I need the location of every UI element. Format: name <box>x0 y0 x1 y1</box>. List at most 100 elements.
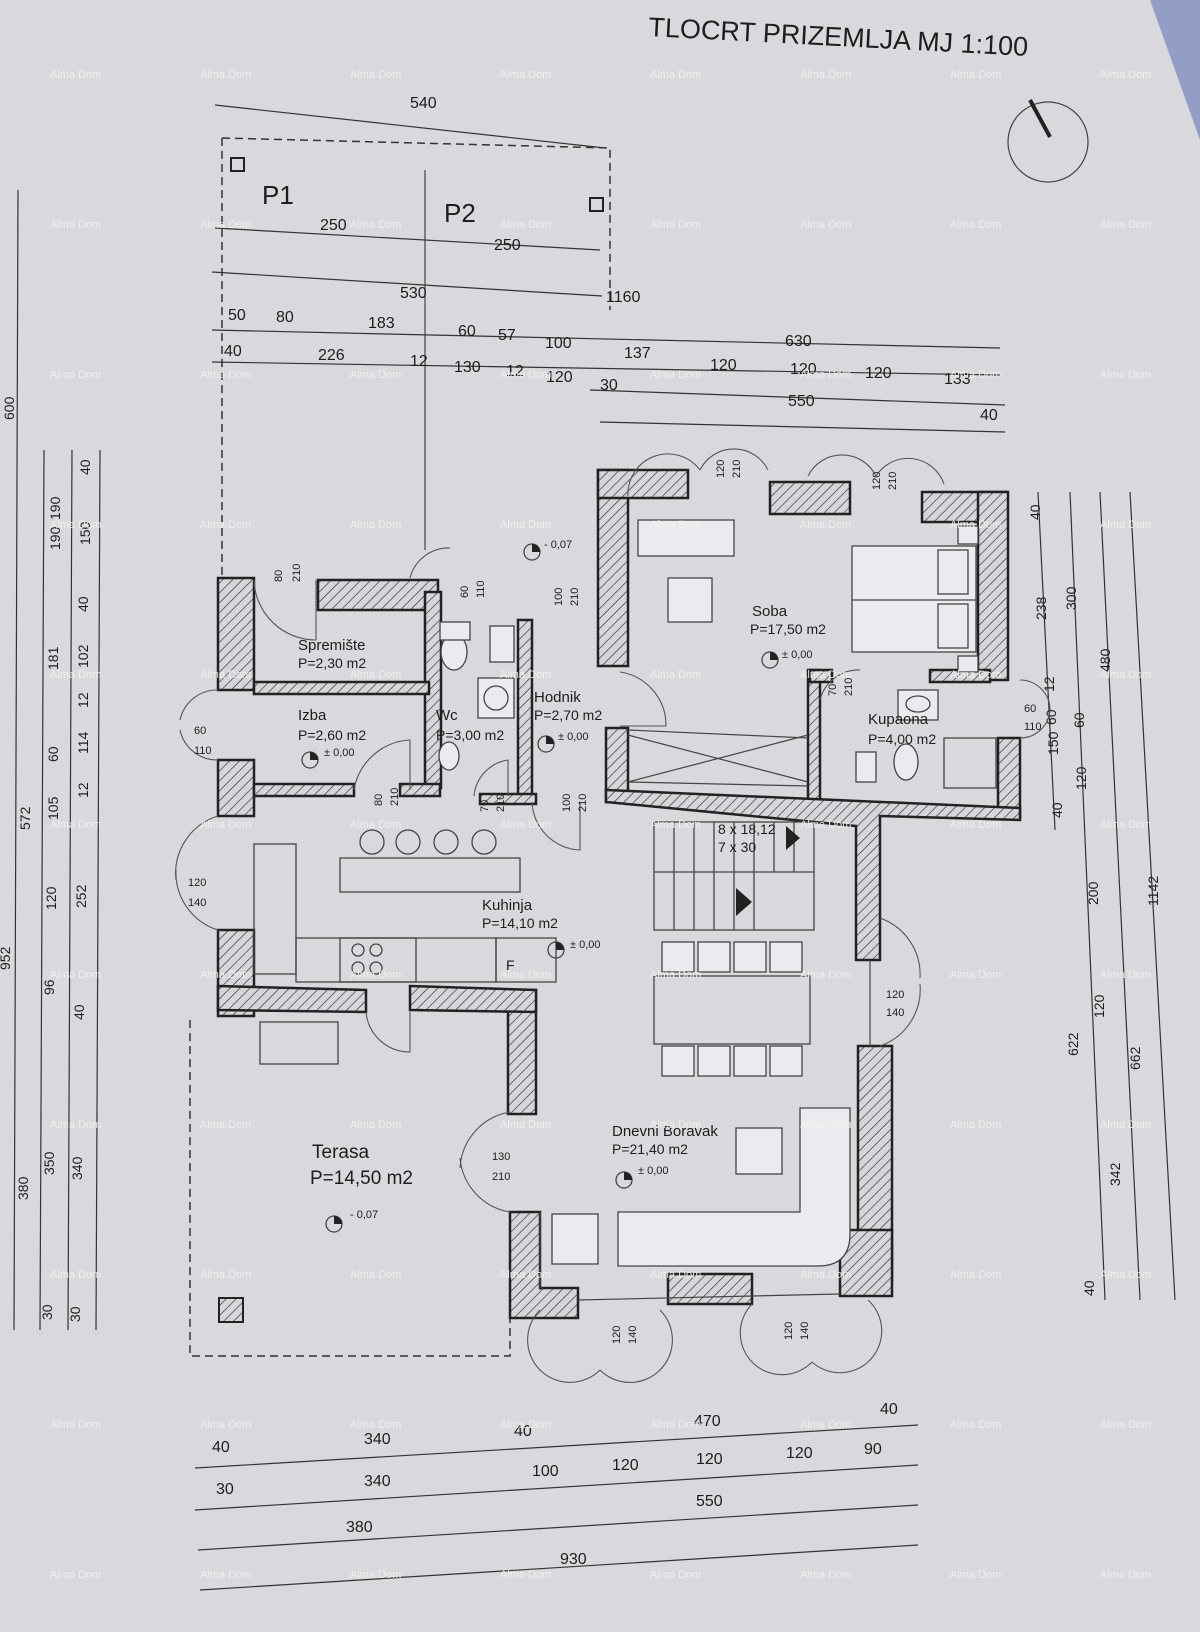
top-dimension-lines <box>211 104 1006 433</box>
dim-top-530: 530 <box>400 285 427 302</box>
dim-left-350: 350 <box>41 1151 57 1175</box>
parcel-boundary-top <box>221 137 611 310</box>
watermark-text: Alma Dom <box>800 1419 851 1431</box>
watermark-text: Alma Dom <box>800 819 851 831</box>
watermark-text: Alma Dom <box>50 369 101 381</box>
table-soba <box>667 577 713 623</box>
watermark-text: Alma Dom <box>350 69 401 81</box>
watermark-text: Alma Dom <box>800 219 851 231</box>
watermark-text: Alma Dom <box>1100 69 1151 81</box>
dim-left-30b: 30 <box>67 1306 83 1322</box>
dim-top-100: 100 <box>545 335 572 352</box>
opening-dnevni-right-h: 140 <box>886 1007 904 1019</box>
dim-bottom-120b: 120 <box>696 1451 723 1468</box>
dim-top-183: 183 <box>368 315 395 332</box>
watermark-text: Alma Dom <box>650 969 701 981</box>
opening-soba2-w: 120 <box>871 472 883 490</box>
wall-left-upper <box>216 576 256 692</box>
watermark-text: Alma Dom <box>1100 819 1151 831</box>
level-markers <box>301 543 779 1233</box>
watermark-text: Alma Dom <box>50 69 101 81</box>
watermark-text: Alma Dom <box>650 669 701 681</box>
opening-dnevni-b1-h: 140 <box>627 1326 639 1344</box>
dim-right-12: 12 <box>1041 676 1057 692</box>
dim-left-181: 181 <box>45 646 61 670</box>
dim-top-630: 630 <box>785 333 812 350</box>
dim-left-40a: 40 <box>77 459 93 475</box>
opening-dnevni-right-w: 120 <box>886 989 904 1001</box>
room-izba-level: ± 0,00 <box>324 747 355 759</box>
watermark-text: Alma Dom <box>1100 1269 1151 1281</box>
wall-soba-top-a <box>596 468 690 500</box>
watermark-text: Alma Dom <box>950 1569 1001 1581</box>
dim-left-12a: 12 <box>75 692 91 708</box>
watermark-text: Alma Dom <box>500 519 551 531</box>
parcel-p2-label: P2 <box>444 198 476 228</box>
watermark-text: Alma Dom <box>350 519 401 531</box>
left-dimension-lines <box>13 189 101 1331</box>
watermark-text: Alma Dom <box>200 369 251 381</box>
watermark-text: Alma Dom <box>350 219 401 231</box>
dim-top-226: 226 <box>318 347 345 364</box>
dim-left-252: 252 <box>73 884 89 908</box>
watermark-text: Alma Dom <box>650 519 701 531</box>
armchair <box>551 1213 599 1265</box>
watermark-text: Alma Dom <box>500 1119 551 1131</box>
interior-lines <box>539 729 871 1301</box>
room-hodnik-area: P=2,70 m2 <box>534 707 602 723</box>
opening-kupaona-door-w: 70 <box>827 684 839 696</box>
wall-wc-hodnik <box>516 618 534 802</box>
watermark-text: Alma Dom <box>200 969 251 981</box>
parcel-marker-p2 <box>589 197 604 212</box>
watermark-text: Alma Dom <box>500 1269 551 1281</box>
watermark-text: Alma Dom <box>650 69 701 81</box>
dim-right-662: 662 <box>1127 1046 1143 1070</box>
north-arrow-icon <box>1007 99 1089 183</box>
watermark-text: Alma Dom <box>500 819 551 831</box>
dim-top-30: 30 <box>600 377 618 394</box>
dim-top-250b: 250 <box>494 237 521 254</box>
dim-bottom-90: 90 <box>864 1441 882 1458</box>
watermark-text: Alma Dom <box>350 1119 401 1131</box>
dim-left-105: 105 <box>45 796 61 820</box>
watermark-text: Alma Dom <box>800 519 851 531</box>
dim-left-150: 150 <box>77 521 93 545</box>
opening-kuhinja-h: 140 <box>188 897 206 909</box>
dim-top-120c: 120 <box>790 361 817 378</box>
watermark-text: Alma Dom <box>350 819 401 831</box>
dim-left-572: 572 <box>17 806 33 830</box>
opening-dnevni-b2-h: 140 <box>799 1322 811 1340</box>
opening-dnevni-door-w: 130 <box>492 1151 510 1163</box>
dim-top-80: 80 <box>276 309 294 326</box>
opening-izba-door-w: 80 <box>373 794 385 806</box>
watermark-text: Alma Dom <box>50 969 101 981</box>
room-kuhinja-name: Kuhinja <box>482 897 533 914</box>
watermark-text: Alma Dom <box>500 969 551 981</box>
dim-right-120b: 120 <box>1091 994 1107 1018</box>
parcel-p1-label: P1 <box>262 180 294 210</box>
kitchen-island <box>339 857 521 893</box>
watermark-text: Alma Dom <box>950 969 1001 981</box>
room-hodnik-level: ± 0,00 <box>558 731 589 743</box>
room-terasa-area: P=14,50 m2 <box>310 1168 413 1189</box>
corner-sofa <box>617 1107 851 1267</box>
terrace-boundary <box>189 1020 511 1357</box>
dim-right-150: 150 <box>1045 731 1061 755</box>
dim-right-300: 300 <box>1063 586 1079 610</box>
dim-left-190a: 190 <box>47 526 63 550</box>
dim-left-120: 120 <box>43 886 59 910</box>
stairs-rise: 8 x 18,12 <box>718 821 776 837</box>
dim-right-200: 200 <box>1085 881 1101 905</box>
dim-bottom-380: 380 <box>346 1519 373 1536</box>
wall-soba-left <box>596 468 630 668</box>
watermark-text: Alma Dom <box>800 69 851 81</box>
dim-bottom-100: 100 <box>532 1463 559 1480</box>
dim-top-120a: 120 <box>546 369 573 386</box>
watermark-text: Alma Dom <box>950 69 1001 81</box>
dim-right-40b: 40 <box>1049 802 1065 818</box>
dim-left-190b: 190 <box>47 496 63 520</box>
watermark-text: Alma Dom <box>500 369 551 381</box>
room-kupaona-area: P=4,00 m2 <box>868 731 936 747</box>
watermark-text: Alma Dom <box>1100 519 1151 531</box>
